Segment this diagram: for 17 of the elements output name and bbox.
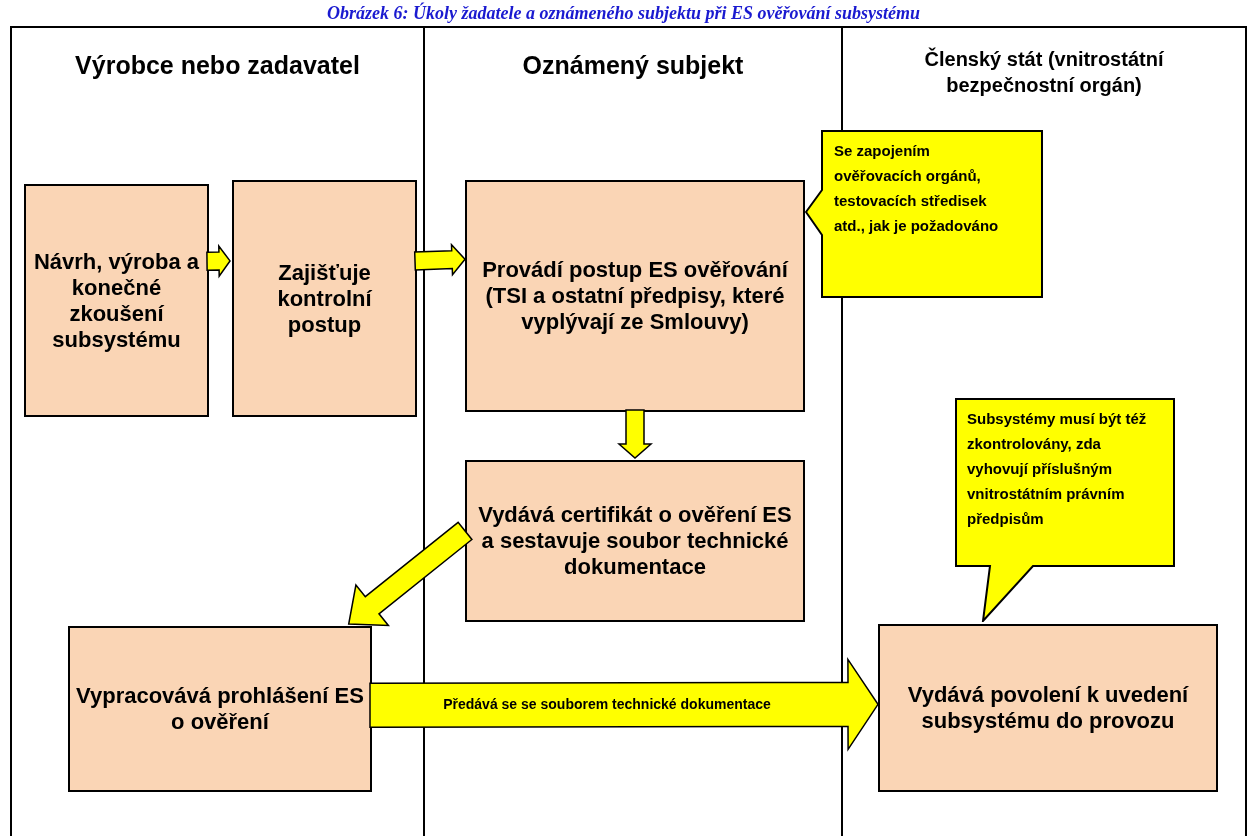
process-box: Vypracovává prohlášení ES o ověření — [68, 626, 372, 792]
lane-heading: Oznámený subjekt — [521, 50, 745, 80]
block-arrow — [413, 242, 466, 277]
process-box: Provádí postup ES ověřování (TSI a ostatní předpisy, které vyplývají ze Smlouvy) — [465, 180, 805, 412]
block-arrow — [617, 409, 653, 459]
callout-note: Se zapojením ověřovacích orgánů, testovacích středisek atd., jak je požadováno — [805, 130, 1043, 298]
block-arrow — [347, 521, 473, 627]
process-box: Vydává certifikát o ověření ES a sestavuje soubor technické dokumentace — [465, 460, 805, 622]
block-arrow — [206, 243, 231, 279]
process-box: Návrh, výroba a konečné zkoušení subsystému — [24, 184, 209, 417]
process-box: Vydává povolení k uvedení subsystému do provozu — [878, 624, 1218, 792]
lane-heading: Členský stát (vnitrostátní bezpečnostní orgán) — [923, 46, 1165, 98]
lane-heading: Výrobce nebo zadavatel — [74, 50, 361, 80]
swimlane — [10, 26, 425, 836]
callout-note: Subsystémy musí být též zkontrolovány, zda vyhovují příslušným vnitrostátním právním předpisům — [955, 398, 1175, 622]
process-box: Zajišťuje kontrolní postup — [232, 180, 417, 417]
diagram-title: Obrázek 6: Úkoly žadatele a oznámeného subjektu při ES ověřování subsystému — [326, 2, 921, 24]
